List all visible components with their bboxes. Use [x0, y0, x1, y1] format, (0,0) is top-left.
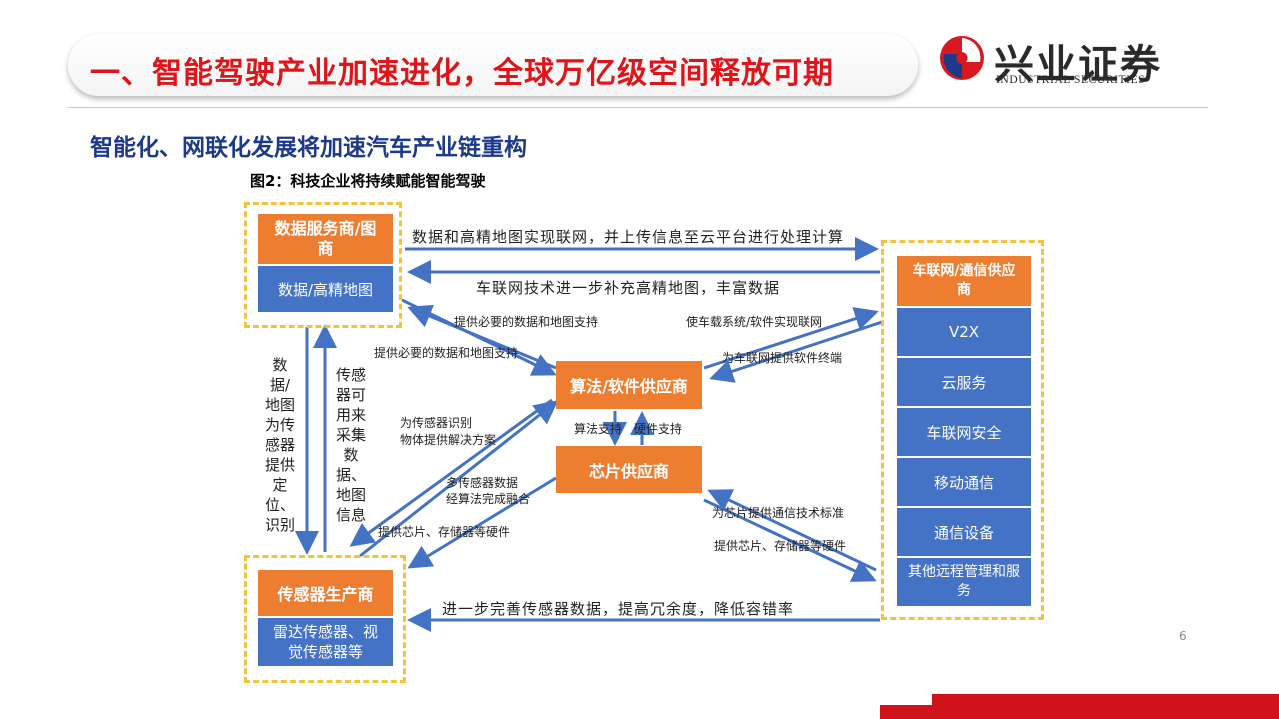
label-data-to-ivn: 数据和高精地图实现联网，并上传信息至云平台进行处理计算	[412, 228, 845, 246]
sensor-maker-group	[244, 555, 406, 683]
label-algo-chip-1: 算法支持	[574, 422, 623, 436]
figure-caption: 图2：科技企业将持续赋能智能驾驶	[250, 172, 486, 190]
label-sensor-algo-2: 经算法完成融合	[446, 492, 531, 506]
sensor-maker-title: 传感器生产商	[258, 570, 393, 616]
chip-provider-box: 芯片供应商	[556, 446, 702, 493]
ivn-provider-title: 车联网/通信供应商	[897, 256, 1031, 306]
ivn-provider-group	[881, 240, 1044, 620]
label-ivn-to-sensor: 进一步完善传感器数据，提高冗余度，降低容错率	[442, 600, 795, 618]
arrow-data-to-algo	[401, 298, 557, 376]
ivn-item-v2x: V2X	[897, 308, 1031, 356]
footer-accent-bar-lower	[880, 705, 1279, 719]
arrow-algo-to-ivn	[703, 307, 879, 370]
label-algo-to-ivn: 使车载系统/软件实现联网	[686, 315, 823, 329]
data-provider-title: 数据服务商/图商	[258, 214, 393, 264]
arrow-algo-to-sensor	[349, 398, 553, 547]
label-chip-to-ivn: 提供芯片、存储器等硬件	[714, 539, 847, 553]
arrow-chip-to-sensor	[407, 476, 557, 569]
ivn-item-remote: 其他远程管理和服务	[897, 558, 1031, 606]
logo-english-name: INDUSTRIAL SECURITIES	[996, 74, 1146, 86]
data-provider-group	[244, 202, 402, 328]
label-data-to-algo-2: 提供必要的数据和地图支持	[374, 346, 519, 360]
ivn-item-equipment: 通信设备	[897, 508, 1031, 556]
label-ivn-to-chip: 为芯片提供通信技术标准	[712, 506, 845, 520]
arrow-chip-to-ivn	[703, 498, 877, 582]
logo-name: 兴业证券	[994, 41, 1162, 88]
data-provider-content: 数据/高精地图	[258, 266, 393, 312]
label-sensor-to-data: 传感器可用来采集数据、地图信息	[335, 366, 366, 524]
ivn-item-cloud: 云服务	[897, 358, 1031, 406]
label-algo-sensor-1: 为传感器识别	[400, 416, 473, 430]
label-ivn-to-data: 车联网技术进一步补充高精地图，丰富数据	[476, 279, 781, 297]
label-algo-sensor-2: 物体提供解决方案	[400, 433, 497, 447]
company-logo: 兴业证券 INDUSTRIAL SECURITIES	[936, 32, 1198, 88]
label-chip-to-sensor: 提供芯片、存储器等硬件	[378, 525, 511, 539]
page-title: 一、智能驾驶产业加速进化，全球万亿级空间释放可期	[90, 56, 834, 91]
title-bar	[68, 34, 918, 96]
label-data-to-sensor: 数据/地图为传感器提供定位、识别	[264, 356, 295, 534]
footer-accent-bar	[932, 694, 1279, 706]
header-divider	[68, 107, 1208, 108]
label-sensor-algo-1: 多传感器数据	[446, 476, 519, 490]
page-number: 6	[1179, 629, 1187, 643]
logo-mark-icon	[940, 36, 984, 80]
label-algo-chip-2: 硬件支持	[634, 422, 683, 436]
arrow-sensor-to-algo	[359, 400, 559, 558]
sensor-maker-content: 雷达传感器、视觉传感器等	[258, 618, 393, 666]
arrow-ivn-to-algo	[709, 320, 883, 383]
label-data-to-algo-1: 提供必要的数据和地图支持	[454, 315, 599, 329]
ivn-item-mobile: 移动通信	[897, 458, 1031, 506]
algo-provider-box: 算法/软件供应商	[556, 361, 702, 409]
section-subtitle: 智能化、网联化发展将加速汽车产业链重构	[90, 135, 527, 161]
label-ivn-to-algo: 为车联网提供软件终端	[722, 351, 843, 365]
arrow-ivn-to-chip	[707, 489, 877, 572]
ivn-item-security: 车联网安全	[897, 408, 1031, 456]
